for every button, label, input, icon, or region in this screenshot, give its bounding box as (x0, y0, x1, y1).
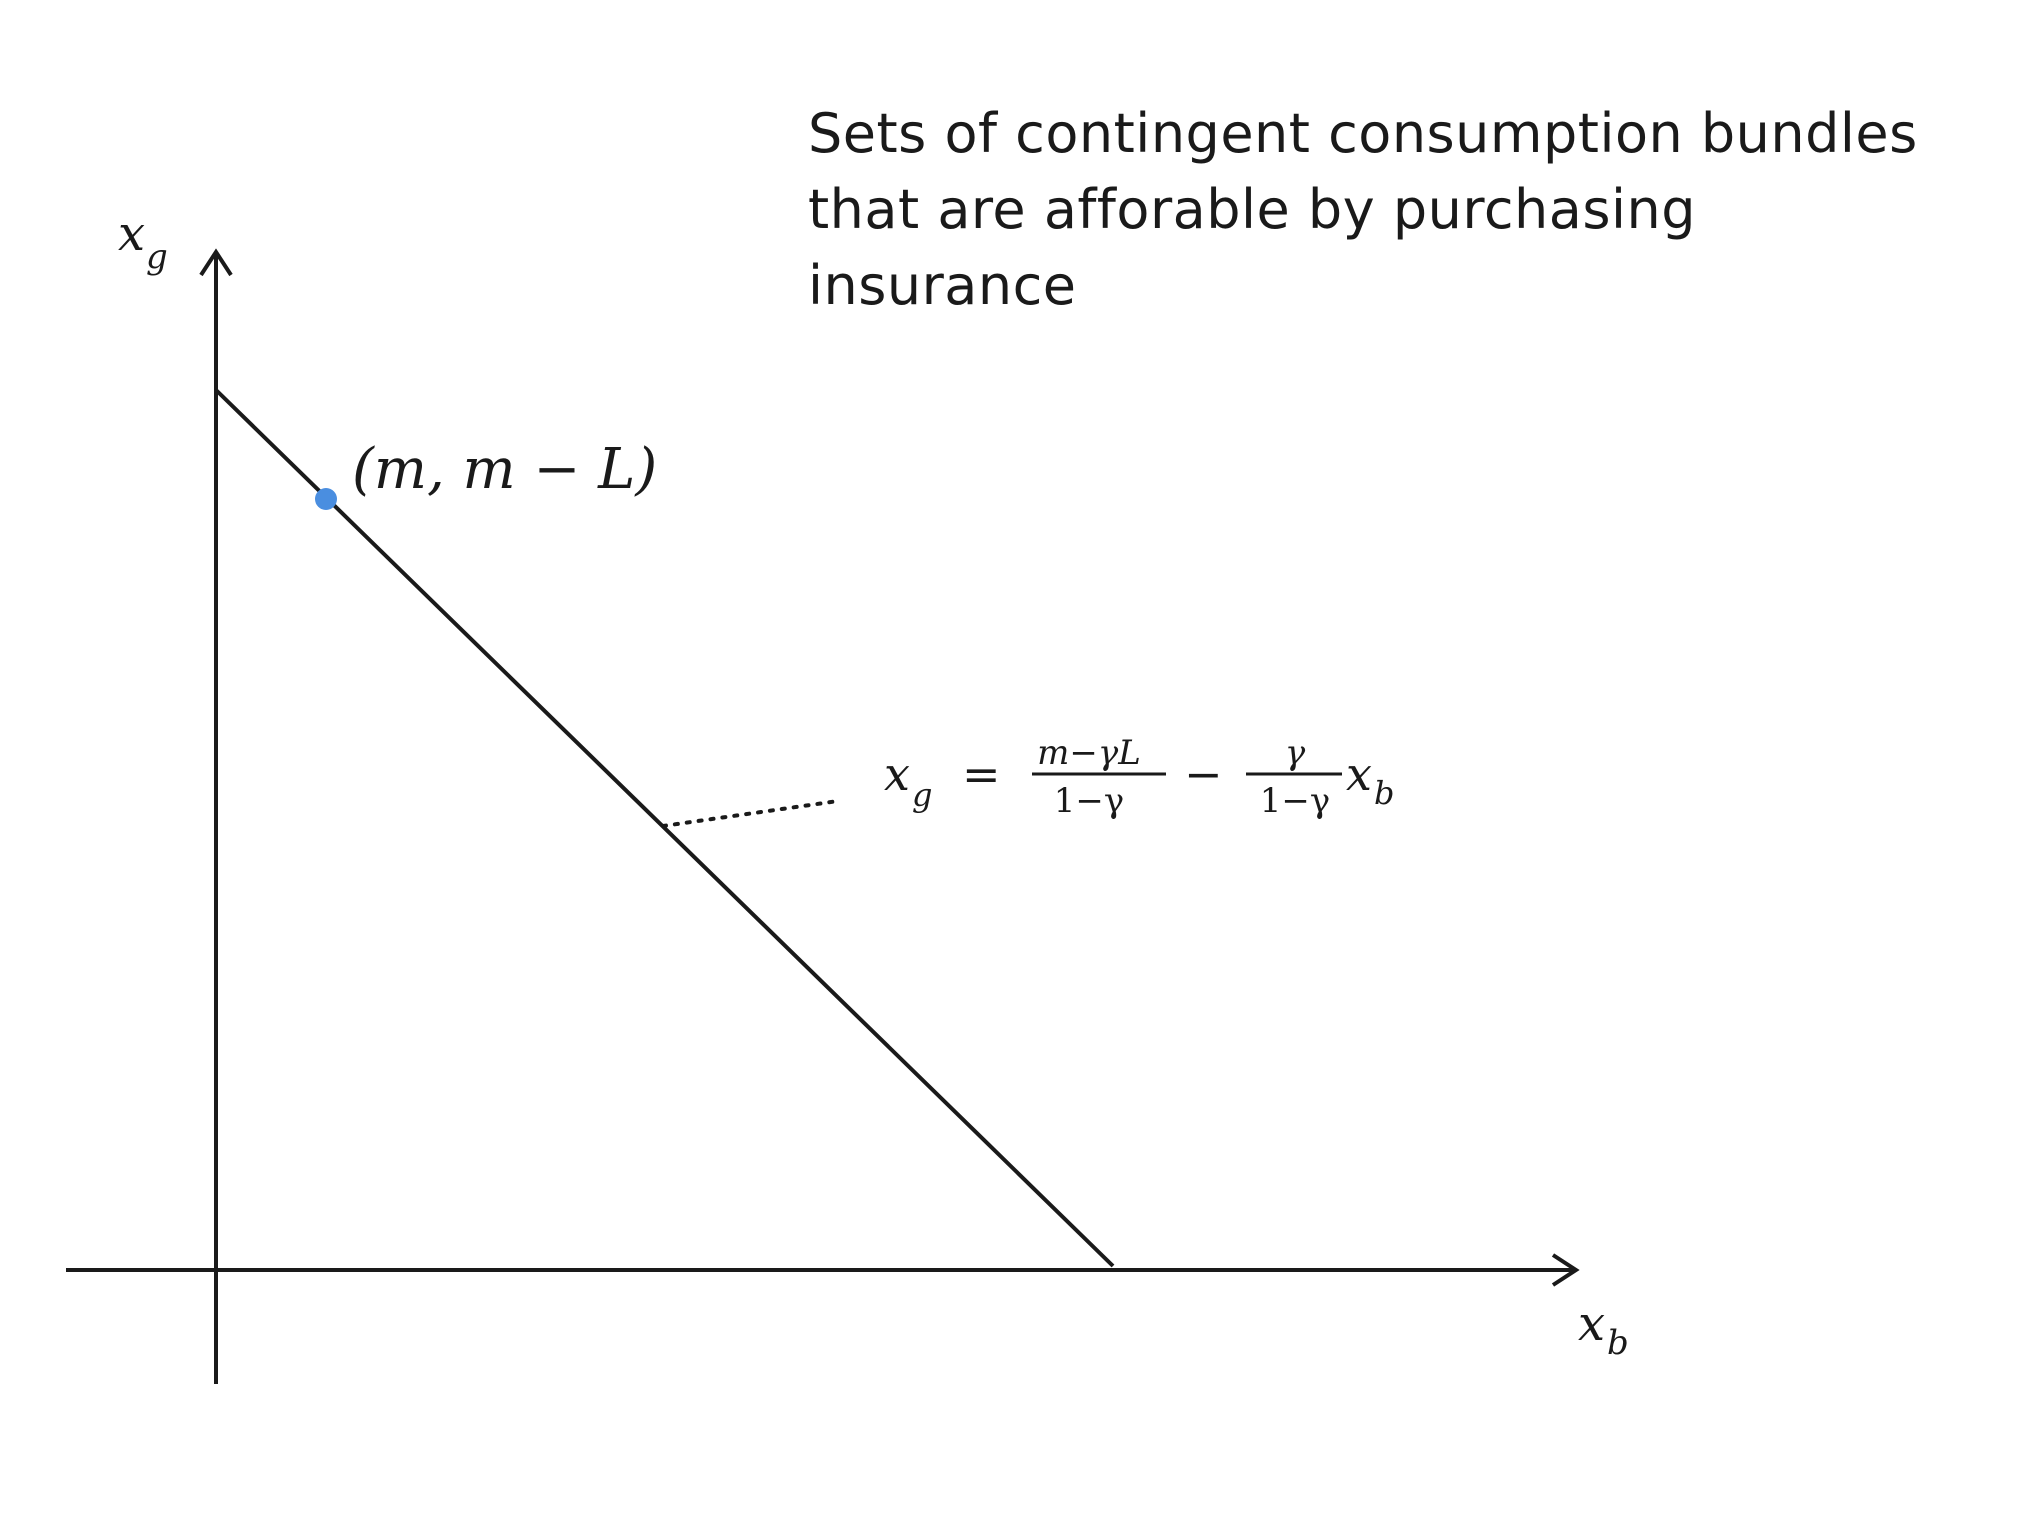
svg-text:x: x (118, 206, 145, 262)
title-line-3: insurance (808, 254, 1077, 317)
x-axis-label: x b (1578, 1296, 1629, 1363)
equation-rhs-subscript: b (1374, 774, 1394, 812)
svg-text:b: b (1607, 1323, 1629, 1363)
equation-equals: = (962, 747, 1001, 801)
budget-line-equation: x g = m−γL 1−γ − γ 1−γ x b (884, 733, 1394, 821)
equation-lhs-subscript: g (912, 776, 932, 814)
fraction-1-denominator: 1−γ (1054, 781, 1124, 821)
x-axis-arrowhead (1551, 1253, 1580, 1287)
fraction-2-numerator: γ (1285, 733, 1306, 773)
fraction-2-denominator: 1−γ (1260, 781, 1330, 821)
endowment-point (315, 488, 337, 510)
y-axis-label: x g (118, 206, 168, 277)
equation-minus: − (1184, 747, 1223, 801)
y-axis-arrowhead (199, 248, 233, 277)
equation-leader-line (661, 799, 840, 828)
endowment-point-label: (m, m − L) (352, 437, 657, 502)
svg-text:x: x (1578, 1296, 1605, 1352)
equation-rhs-var: x (1346, 747, 1372, 801)
equation-lhs-var: x (884, 747, 910, 801)
diagram-title: Sets of contingent consumption bundles t… (808, 96, 1928, 324)
title-line-1: Sets of contingent consumption bundles (808, 102, 1918, 165)
fraction-1-numerator: m−γL (1037, 733, 1141, 773)
budget-line (214, 388, 1115, 1268)
svg-text:g: g (146, 237, 168, 277)
title-line-2: that are afforable by purchasing (808, 178, 1696, 241)
